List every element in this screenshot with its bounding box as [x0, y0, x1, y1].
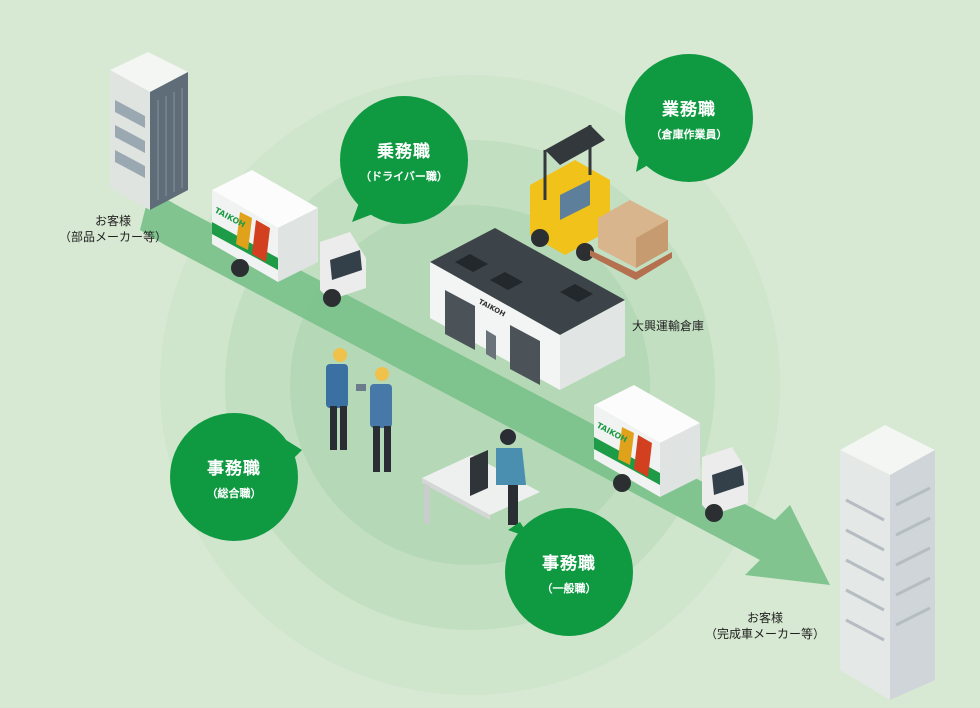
- customer-final-line2: （完成車メーカー等）: [704, 627, 825, 641]
- role-bubble-general-staff: 事務職 （総合職）: [170, 413, 298, 541]
- role-subtitle-warehouse-staff: （倉庫作業員）: [650, 127, 728, 141]
- role-title-warehouse-staff: 業務職: [662, 99, 716, 120]
- truck-top-left: TAIKOH: [212, 170, 366, 307]
- customer-building-left: [110, 52, 188, 210]
- role-subtitle-general-staff: （総合職）: [206, 486, 262, 500]
- workers: [326, 348, 392, 472]
- role-bubble-driver: 乗務職 （ドライバー職）: [340, 96, 468, 224]
- role-subtitle-clerical-staff: （一般職）: [541, 581, 597, 595]
- warehouse-label: 大興運輸倉庫: [632, 319, 705, 333]
- customer-final-line1: お客様: [746, 611, 783, 625]
- role-subtitle-driver: （ドライバー職）: [360, 169, 448, 183]
- customer-building-right: [840, 425, 935, 700]
- office-desk: [422, 429, 540, 525]
- customer-final-label: お客様 （完成車メーカー等）: [680, 610, 850, 642]
- forklift: [530, 125, 672, 280]
- role-bubble-warehouse-staff: 業務職 （倉庫作業員）: [625, 54, 753, 182]
- role-title-clerical-staff: 事務職: [542, 553, 596, 574]
- role-title-general-staff: 事務職: [207, 458, 261, 479]
- customer-parts-label: お客様 （部品メーカー等）: [38, 213, 188, 245]
- role-title-driver: 乗務職: [377, 141, 431, 162]
- warehouse: TAIKOH: [430, 228, 625, 390]
- customer-parts-line2: （部品メーカー等）: [58, 230, 167, 244]
- customer-parts-line1: お客様: [94, 214, 131, 228]
- truck-bottom-right: TAIKOH: [594, 385, 748, 522]
- role-bubble-clerical-staff: 事務職 （一般職）: [505, 508, 633, 636]
